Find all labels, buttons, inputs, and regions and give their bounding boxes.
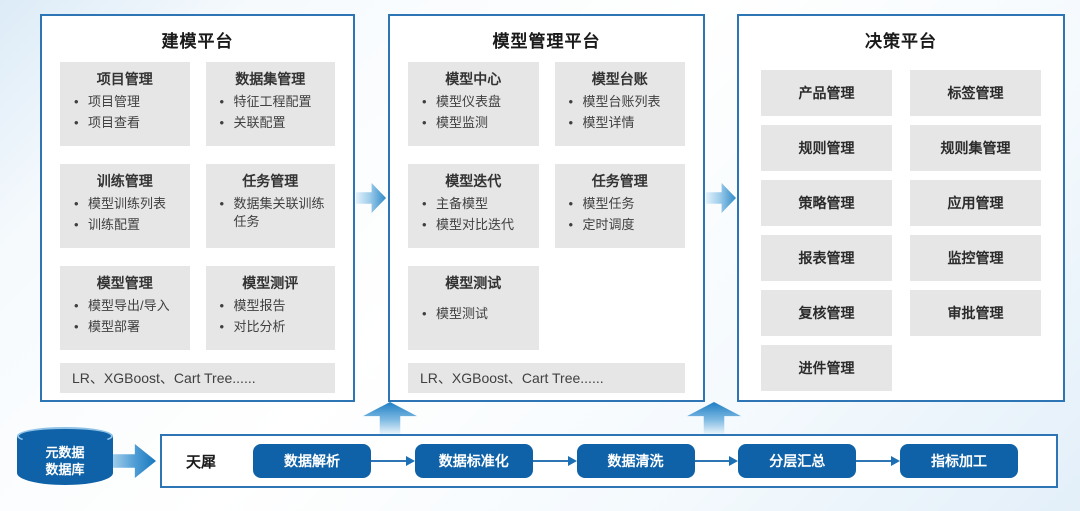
arrowhead-icon bbox=[891, 456, 901, 466]
card-item: 模型对比迭代 bbox=[420, 216, 533, 234]
connector-line bbox=[371, 460, 406, 462]
feature-card: 数据集管理 特征工程配置 关联配置 bbox=[205, 62, 335, 146]
card-item: 定时调度 bbox=[567, 216, 680, 234]
pipeline-step: 数据清洗 bbox=[576, 444, 695, 478]
pipeline-brand-label: 天犀 bbox=[186, 453, 217, 471]
panel-model-management-platform: 模型管理平台 模型中心 模型仪表盘 模型监测 模型台账 模型台账列表 模型详情 … bbox=[388, 14, 705, 402]
decision-module: 审批管理 bbox=[910, 290, 1041, 336]
card-title: 任务管理 bbox=[591, 173, 648, 189]
card-grid: 模型中心 模型仪表盘 模型监测 模型台账 模型台账列表 模型详情 模型迭代 主备… bbox=[390, 62, 703, 350]
algorithms-bar: LR、XGBoost、Cart Tree...... bbox=[408, 363, 685, 393]
database-label: 元数据 数据库 bbox=[17, 444, 113, 478]
arrowhead-icon bbox=[729, 456, 739, 466]
card-item: 模型导出/导入 bbox=[72, 297, 184, 315]
card-item: 模型台账列表 bbox=[567, 93, 680, 111]
decision-module: 产品管理 bbox=[761, 70, 892, 116]
connector-line bbox=[532, 460, 568, 462]
card-title: 项目管理 bbox=[96, 71, 153, 87]
card-title: 任务管理 bbox=[242, 173, 299, 189]
card-item: 模型部署 bbox=[72, 318, 184, 336]
card-title: 模型中心 bbox=[445, 71, 502, 87]
card-grid: 项目管理 项目管理 项目查看 数据集管理 特征工程配置 关联配置 训练管理 模型… bbox=[42, 62, 353, 350]
cylinder-top bbox=[17, 427, 113, 445]
feature-card: 训练管理 模型训练列表 训练配置 bbox=[60, 164, 190, 248]
card-title: 数据集管理 bbox=[235, 71, 306, 87]
algorithms-bar: LR、XGBoost、Cart Tree...... bbox=[60, 363, 335, 393]
feature-card: 模型中心 模型仪表盘 模型监测 bbox=[408, 62, 539, 146]
card-item: 关联配置 bbox=[218, 114, 330, 132]
decision-module: 规则管理 bbox=[761, 125, 892, 171]
card-item: 模型任务 bbox=[567, 195, 680, 213]
card-title: 模型测评 bbox=[242, 275, 299, 291]
panel-modeling-platform: 建模平台 项目管理 项目管理 项目查看 数据集管理 特征工程配置 关联配置 训练… bbox=[40, 14, 355, 402]
flow-arrow-up-icon bbox=[687, 402, 741, 434]
card-item: 数据集关联训练任务 bbox=[218, 195, 330, 231]
decision-module: 报表管理 bbox=[761, 235, 892, 281]
flow-connector bbox=[532, 456, 577, 466]
module-grid: 产品管理 标签管理 规则管理 规则集管理 策略管理 应用管理 报表管理 监控管理… bbox=[739, 62, 1063, 391]
metadata-database-cylinder: 元数据 数据库 bbox=[17, 427, 113, 485]
feature-card: 任务管理 模型任务 定时调度 bbox=[554, 164, 685, 248]
card-item: 项目查看 bbox=[72, 114, 184, 132]
card-title: 模型管理 bbox=[96, 275, 153, 291]
feature-card: 模型台账 模型台账列表 模型详情 bbox=[554, 62, 685, 146]
panel-title: 建模平台 bbox=[161, 32, 234, 51]
card-item: 特征工程配置 bbox=[218, 93, 330, 111]
panel-title: 决策平台 bbox=[865, 32, 937, 51]
decision-module: 规则集管理 bbox=[910, 125, 1041, 171]
decision-module: 标签管理 bbox=[910, 70, 1041, 116]
card-title: 模型台账 bbox=[591, 71, 648, 87]
flow-arrow-right-icon bbox=[356, 183, 386, 213]
feature-card: 模型测试 模型测试 bbox=[408, 266, 539, 350]
card-item: 对比分析 bbox=[218, 318, 330, 336]
decision-module: 应用管理 bbox=[910, 180, 1041, 226]
card-item: 模型详情 bbox=[567, 114, 680, 132]
panel-decision-platform: 决策平台 产品管理 标签管理 规则管理 规则集管理 策略管理 应用管理 报表管理… bbox=[737, 14, 1065, 402]
card-item: 主备模型 bbox=[420, 195, 533, 213]
card-item: 模型训练列表 bbox=[72, 195, 184, 213]
flow-arrow-feed-icon bbox=[110, 444, 156, 478]
card-item: 模型测试 bbox=[420, 305, 533, 323]
flow-connector bbox=[371, 456, 415, 466]
feature-card: 模型迭代 主备模型 模型对比迭代 bbox=[408, 164, 539, 248]
arrowhead-icon bbox=[405, 456, 415, 466]
pipeline-step: 数据解析 bbox=[253, 444, 372, 478]
decision-module: 进件管理 bbox=[761, 345, 892, 391]
card-title: 模型迭代 bbox=[445, 173, 502, 189]
database-label-line1: 元数据 bbox=[45, 445, 85, 460]
arrowhead-icon bbox=[567, 456, 577, 466]
flow-connector bbox=[694, 456, 739, 466]
flow-arrow-right-icon bbox=[706, 183, 736, 213]
pipeline-step: 数据标准化 bbox=[414, 444, 533, 478]
feature-card: 项目管理 项目管理 项目查看 bbox=[60, 62, 190, 146]
connector-line bbox=[694, 460, 730, 462]
card-title: 模型测试 bbox=[445, 275, 502, 291]
card-item: 模型报告 bbox=[218, 297, 330, 315]
card-item: 训练配置 bbox=[72, 216, 184, 234]
pipeline-step: 指标加工 bbox=[900, 444, 1019, 478]
decision-module: 策略管理 bbox=[761, 180, 892, 226]
panel-title: 模型管理平台 bbox=[492, 32, 601, 51]
pipeline-step: 分层汇总 bbox=[738, 444, 857, 478]
card-item: 模型监测 bbox=[420, 114, 533, 132]
card-title: 训练管理 bbox=[96, 173, 153, 189]
empty-cell bbox=[910, 345, 1041, 391]
decision-module: 监控管理 bbox=[910, 235, 1041, 281]
card-item: 模型仪表盘 bbox=[420, 93, 533, 111]
empty-cell bbox=[555, 266, 686, 350]
data-pipeline-panel: 天犀 数据解析 数据标准化 数据清洗 分层汇总 指标加工 bbox=[160, 434, 1058, 488]
flow-connector bbox=[856, 456, 901, 466]
feature-card: 任务管理 数据集关联训练任务 bbox=[205, 164, 335, 248]
feature-card: 模型测评 模型报告 对比分析 bbox=[205, 266, 335, 350]
card-item: 项目管理 bbox=[72, 93, 184, 111]
database-label-line2: 数据库 bbox=[45, 462, 85, 477]
connector-line bbox=[856, 460, 892, 462]
decision-module: 复核管理 bbox=[761, 290, 892, 336]
feature-card: 模型管理 模型导出/导入 模型部署 bbox=[60, 266, 190, 350]
flow-arrow-up-icon bbox=[363, 402, 417, 434]
